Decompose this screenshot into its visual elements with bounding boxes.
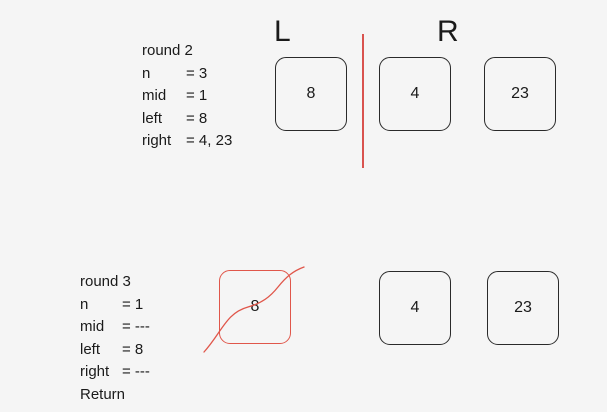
round-3-value-n: = 1 <box>122 295 144 313</box>
round-2-key-left: left <box>142 109 163 127</box>
round-3-title: round 3 <box>80 273 131 290</box>
round-2-node: 4 <box>379 57 451 131</box>
round-2-value-right: = 4, 23 <box>186 132 233 149</box>
round-3-node-crossed: 8 <box>219 270 291 344</box>
round-2-value-n: = 3 <box>186 64 208 82</box>
round-2-row-right: right = 4, 23 <box>142 130 232 153</box>
round-3-row-left: left = 8 <box>80 339 150 362</box>
round-2-row-n: n = 3 <box>142 63 232 86</box>
round-2-key-right: right <box>142 132 172 149</box>
round-3-key-n: n <box>80 295 89 313</box>
round-2-value-mid: = 1 <box>186 87 208 104</box>
round-2-value-left: = 8 <box>186 109 208 127</box>
round-2-row-left: left = 8 <box>142 108 232 131</box>
round-2-key-mid: mid <box>142 87 167 104</box>
round-3-row-n: n = 1 <box>80 294 150 317</box>
round-3-node: 4 <box>379 271 451 345</box>
split-divider <box>362 34 364 168</box>
round-2-notes: round 2 n = 3 mid = 1 left = 8 right = 4, 23 <box>142 40 232 153</box>
round-3-value-left: = 8 <box>122 340 144 358</box>
round-3-value-right: = --- <box>122 363 150 380</box>
left-half-label: L <box>274 15 291 48</box>
right-half-label: R <box>437 15 459 48</box>
round-2-row-mid: mid = 1 <box>142 85 232 108</box>
round-3-row-right: right = --- <box>80 361 150 384</box>
round-2-key-n: n <box>142 64 151 82</box>
round-3-value-mid: = --- <box>122 318 150 335</box>
round-3-key-mid: mid <box>80 318 105 335</box>
round-2-title: round 2 <box>142 42 193 59</box>
round-3-row-mid: mid = --- <box>80 316 150 339</box>
round-3-node: 23 <box>487 271 559 345</box>
round-3-key-left: left <box>80 340 101 358</box>
round-2-node: 23 <box>484 57 556 131</box>
round-3-key-right: right <box>80 363 110 380</box>
round-2-node: 8 <box>275 57 347 131</box>
round-3-notes: round 3 n = 1 mid = --- left = 8 right = ---… <box>80 271 150 406</box>
round-3-return: Return <box>80 385 126 403</box>
